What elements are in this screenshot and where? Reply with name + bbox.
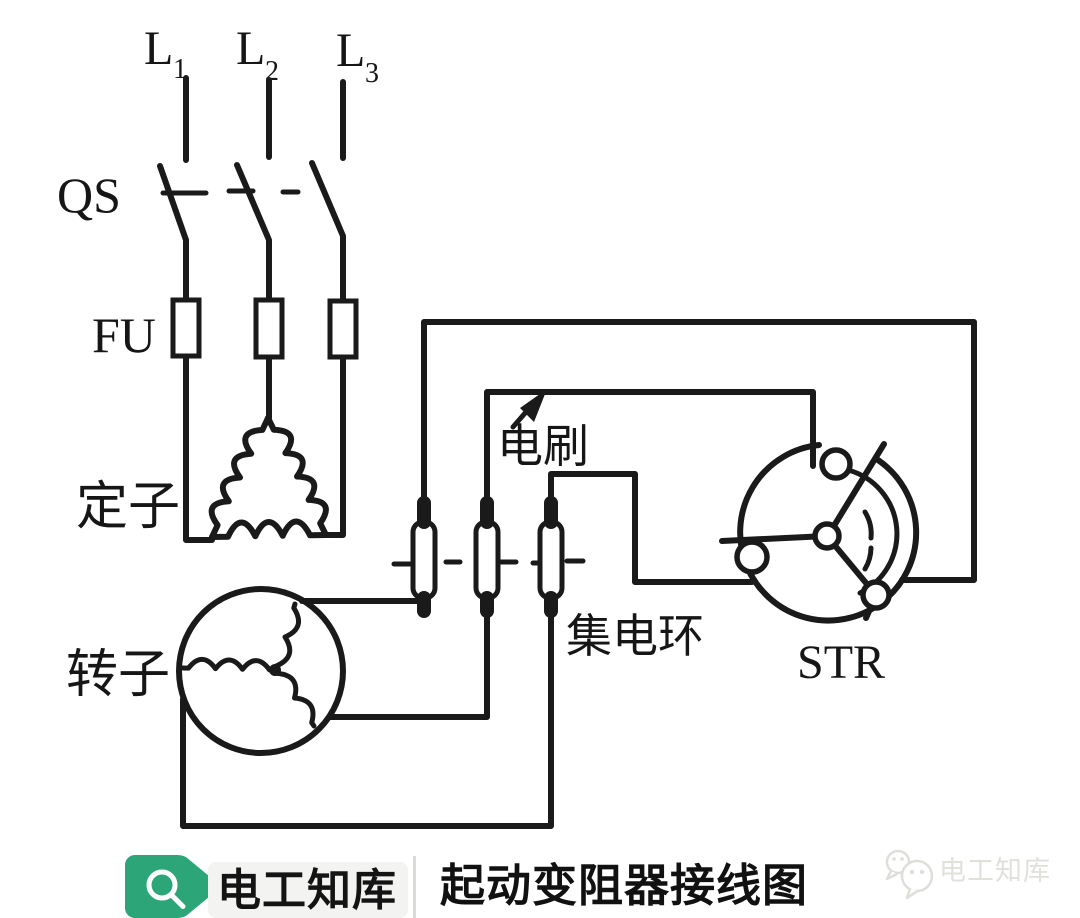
slip-ring-1-bar: [410, 519, 438, 601]
wechat-icon-dots: [892, 857, 925, 875]
rotor-coil-upper: [272, 601, 302, 673]
wire-ring3-to-rheostat: [548, 471, 755, 585]
stator-coil-left: [208, 415, 271, 540]
fuse-3: [327, 298, 359, 360]
rheostat-str: [719, 441, 920, 624]
brand-chip: [208, 862, 408, 918]
fuse-1: [170, 297, 202, 359]
wire-inner-loop: [484, 389, 816, 508]
stator-winding: [208, 415, 329, 540]
brand-name: 电工知库: [217, 866, 397, 915]
switch-label: QS: [57, 167, 121, 223]
slip-ring-1: [391, 496, 463, 618]
slip-ring-2-bar: [473, 519, 501, 601]
phase-l2-label: L: [236, 22, 265, 75]
phase-l3-subscript: 3: [365, 58, 379, 89]
stator-coil-bottom: [209, 518, 329, 540]
brand-tag-shape: [125, 855, 218, 918]
wire-outer-loop: [421, 319, 977, 583]
rheostat-terminal-top: [819, 447, 853, 481]
rotor-label: 转子: [66, 647, 170, 704]
phase-l3-wire: [309, 160, 346, 538]
rheostat-terminal-bottom: [860, 579, 892, 611]
rheostat-terminal-left: [734, 539, 770, 575]
phase-l2-wire: [234, 162, 272, 421]
fuse-label: FU: [92, 307, 156, 363]
watermark: [885, 849, 934, 900]
brush-pointer: [510, 389, 547, 430]
diagram-title: 起动变阻器接线图: [440, 861, 809, 911]
wire-rotor-to-ring2: [326, 601, 490, 720]
rheostat-resistor-dash-1: [862, 509, 874, 541]
rotor: [176, 586, 346, 756]
brand-tag: [125, 855, 218, 918]
stator-coil-right: [265, 415, 329, 538]
stator-label: 定子: [76, 479, 180, 536]
rotor-coil-lower: [272, 667, 317, 729]
rheostat-rim: [737, 442, 920, 624]
slip-ring-3: [530, 496, 586, 618]
phase-l1: L 1: [144, 22, 215, 543]
fuse-2: [253, 297, 285, 360]
slip-ring-label: 集电环: [566, 611, 704, 662]
rheostat-resistor-dash-2: [862, 545, 874, 572]
rheostat-hub: [812, 521, 842, 551]
brush-label: 电刷: [497, 421, 589, 472]
wechat-icon: [885, 849, 934, 900]
watermark-text: 电工知库: [939, 856, 1051, 886]
phase-l1-wire: [157, 163, 215, 543]
slip-ring-2: [473, 496, 519, 618]
rheostat-handle: [826, 441, 887, 537]
rheostat-spoke-left: [719, 533, 830, 544]
footer-divider: [413, 856, 416, 918]
rotor-circle: [176, 586, 346, 756]
wire-rotor-to-ring3: [180, 601, 554, 829]
search-icon: [146, 869, 186, 909]
brush-arrow-tail: [510, 409, 529, 430]
phase-l1-label: L: [144, 22, 173, 75]
slip-ring-3-bar: [537, 519, 565, 601]
phase-l3-label: L: [336, 24, 365, 77]
phase-l2: L 2: [226, 22, 285, 421]
rotor-coil-left: [180, 656, 278, 673]
rotor-star-point: [269, 664, 281, 676]
slip-rings: [391, 496, 586, 618]
rheostat-label: STR: [797, 636, 885, 689]
phase-l3: L 3: [280, 24, 379, 538]
